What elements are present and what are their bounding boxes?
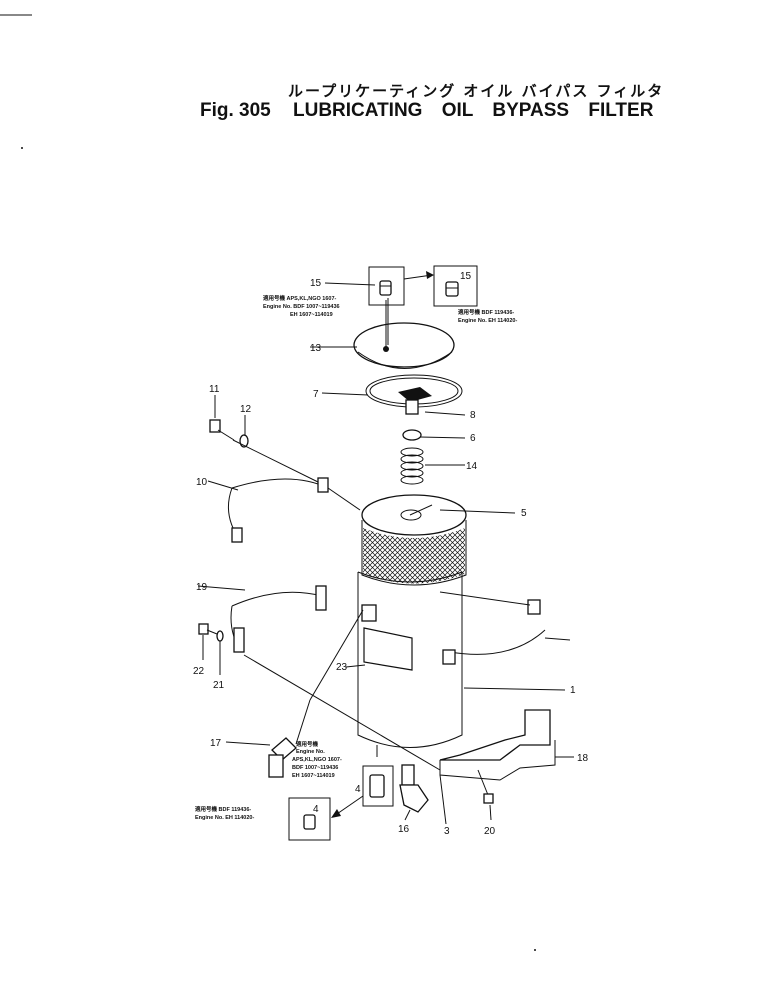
arrow-head — [426, 271, 434, 279]
band-10 — [227, 477, 329, 543]
note-line: Engine No. EH 114020- — [195, 815, 254, 821]
label-part-15: 15 — [310, 278, 322, 289]
label-part-21: 21 — [213, 680, 225, 691]
note-line: 適用号機 BDF 119436- — [458, 308, 514, 316]
label-part-5: 5 — [521, 508, 527, 519]
label-part-16: 16 — [398, 824, 410, 835]
label-part-11: 11 — [209, 384, 220, 395]
arrow-head — [331, 809, 341, 818]
note-line: Engine No. EH 114020- — [458, 318, 517, 324]
note-line: 適用号機 — [296, 740, 319, 748]
note-line: EH 1607~114019 — [290, 312, 333, 318]
ring-6 — [402, 429, 422, 441]
label-part-23: 23 — [336, 662, 348, 673]
note-line: BDF 1007~119436 — [292, 765, 338, 771]
detail-box-15-new — [433, 265, 478, 307]
bolt-22 — [198, 623, 218, 635]
filter-case-1 — [357, 571, 463, 748]
note-line: APS,KL,NGO 1607- — [292, 757, 342, 763]
note-line: EH 1607~114019 — [292, 773, 335, 779]
filter-element-5 — [361, 494, 467, 586]
detail-box-4-old — [362, 765, 394, 807]
label-part-22: 22 — [193, 666, 205, 677]
washer-21 — [216, 630, 224, 642]
label-part-20: 20 — [484, 826, 496, 837]
detail-box-15-old — [368, 266, 405, 306]
label-part-14: 14 — [466, 461, 478, 472]
band-19 — [230, 585, 327, 653]
note-line: Engine No. — [296, 749, 325, 755]
band-9 — [442, 599, 546, 665]
label-part-4: 4 — [355, 784, 361, 795]
note-line: 適用号機 BDF 119436- — [195, 805, 251, 813]
scan-dot — [534, 949, 536, 951]
figure-title: LUBRICATING OIL BYPASS FILTER — [293, 100, 654, 121]
spring-14 — [400, 447, 424, 485]
bracket-18 — [439, 709, 556, 781]
label-part-3: 3 — [444, 826, 450, 837]
note-line: 適用号機 APS,KL,NGO 1607- — [263, 294, 337, 302]
bolt-11 — [209, 419, 235, 441]
label-part-10: 10 — [196, 477, 208, 488]
label-part-17: 17 — [210, 738, 222, 749]
elbow-17 — [268, 737, 297, 778]
label-part-18: 18 — [577, 753, 589, 764]
bolt-20 — [477, 769, 494, 804]
label-part-15: 15 — [460, 271, 472, 282]
label-part-12: 12 — [240, 404, 252, 415]
figure-number: Fig. 305 — [200, 100, 271, 121]
label-part-1: 1 — [570, 685, 576, 696]
label-part-8: 8 — [470, 410, 476, 421]
label-part-13: 13 — [310, 343, 322, 354]
scan-dot — [21, 147, 23, 149]
label-part-7: 7 — [313, 389, 319, 400]
label-part-4: 4 — [313, 804, 319, 815]
spider-8 — [398, 387, 432, 415]
label-part-19: 19 — [196, 582, 208, 593]
label-part-6: 6 — [470, 433, 476, 444]
elbow-16 — [399, 764, 429, 813]
title-japanese: ループリケーティング オイル バイパス フィルタ — [288, 82, 665, 100]
detail-box-4-new — [288, 797, 331, 841]
note-line: Engine No. BDF 1007~119436 — [263, 304, 340, 310]
cover-13 — [353, 300, 455, 369]
leader-lines — [197, 282, 574, 825]
